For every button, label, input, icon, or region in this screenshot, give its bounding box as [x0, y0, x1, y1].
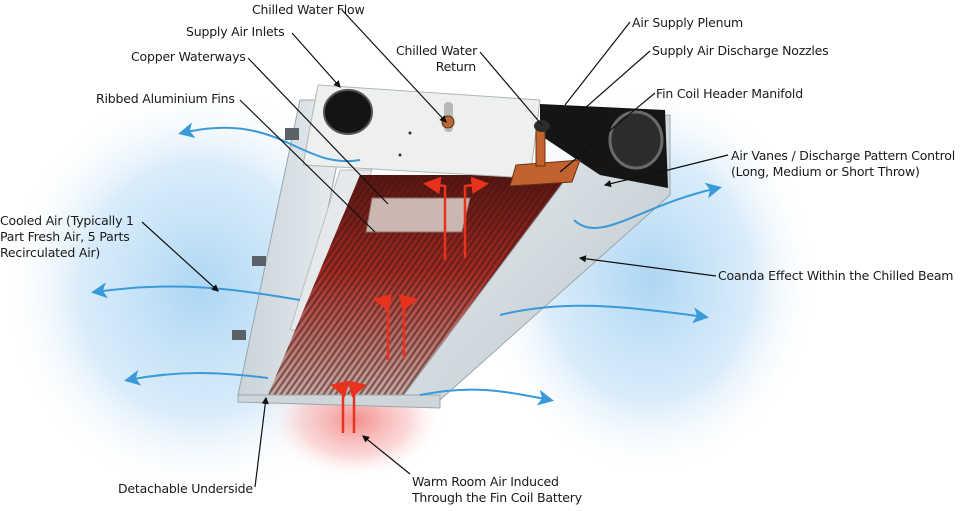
- label-warm-room-air-line1: Warm Room Air Induced: [412, 474, 559, 489]
- fin-coil-header-manifold: [509, 159, 581, 187]
- leader-discharge-nozzles: [559, 50, 651, 131]
- label-fin-coil-header-manifold: Fin Coil Header Manifold: [656, 86, 803, 101]
- label-air-supply-plenum: Air Supply Plenum: [632, 15, 744, 30]
- label-air-vanes-line2: (Long, Medium or Short Throw): [731, 164, 920, 179]
- label-warm-room-air: Warm Room Air Induced Through the Fin Co…: [412, 474, 582, 506]
- label-air-vanes-line1: Air Vanes / Discharge Pattern Control: [731, 148, 955, 163]
- label-warm-room-air-line2: Through the Fin Coil Battery: [412, 490, 582, 505]
- supply-air-inlet: [323, 89, 373, 135]
- leader-header-manifold: [559, 92, 656, 173]
- label-chilled-water-return-line1: Chilled Water: [396, 43, 478, 58]
- leader-copper-waterways: [247, 57, 389, 205]
- mounting-bracket: [232, 330, 246, 340]
- label-chilled-water-return: Chilled Water Return: [396, 43, 478, 75]
- label-detachable-underside: Detachable Underside: [118, 481, 253, 496]
- leader-supply-air-inlets: [291, 32, 341, 88]
- detachable-underside-frame: [237, 394, 441, 409]
- cool-air-flow-arrows: [91, 122, 722, 406]
- mounting-bracket: [252, 256, 266, 266]
- leader-detachable-underside: [254, 396, 269, 488]
- label-cooled-air-line2: Part Fresh Air, 5 Parts: [0, 229, 130, 244]
- label-supply-air-inlets: Supply Air Inlets: [186, 24, 285, 39]
- label-ribbed-aluminium-fins: Ribbed Aluminium Fins: [96, 91, 235, 106]
- leader-air-vanes-2: [603, 171, 661, 188]
- leader-warm-air: [362, 435, 411, 475]
- label-supply-air-discharge-nozzles: Supply Air Discharge Nozzles: [652, 43, 829, 58]
- fixing-hole: [408, 131, 412, 135]
- label-cooled-air-line1: Cooled Air (Typically 1: [0, 213, 134, 228]
- leader-lines: [141, 9, 729, 488]
- chilled-water-return-pipe: [535, 125, 546, 167]
- perforated-pattern: [268, 175, 600, 395]
- leader-air-vanes: [659, 154, 729, 173]
- copper-waterways-block: [365, 197, 471, 233]
- chilled-water-return-pipe-end: [534, 120, 550, 132]
- warm-air-arrows: [330, 176, 489, 433]
- chilled-water-flow-pipe-end: [441, 115, 455, 129]
- label-cooled-air: Cooled Air (Typically 1 Part Fresh Air, …: [0, 213, 134, 261]
- leader-chilled-water-return: [479, 51, 543, 126]
- leader-chilled-water-flow: [341, 9, 447, 123]
- label-coanda-effect: Coanda Effect Within the Chilled Beam: [718, 268, 954, 283]
- mounting-bracket: [285, 128, 299, 140]
- fixing-hole: [398, 153, 402, 157]
- leader-ribbed-fins: [239, 99, 376, 233]
- leader-air-supply-plenum: [564, 21, 631, 106]
- label-air-vanes: Air Vanes / Discharge Pattern Control (L…: [731, 148, 955, 180]
- leader-coanda: [578, 255, 717, 277]
- label-copper-waterways: Copper Waterways: [131, 49, 246, 64]
- label-chilled-water-flow: Chilled Water Flow: [252, 2, 365, 17]
- leader-cooled-air: [141, 221, 219, 292]
- label-chilled-water-return-line2: Return: [435, 59, 476, 74]
- supply-air-inlet-right: [608, 110, 664, 170]
- label-cooled-air-line3: Recirculated Air): [0, 245, 101, 260]
